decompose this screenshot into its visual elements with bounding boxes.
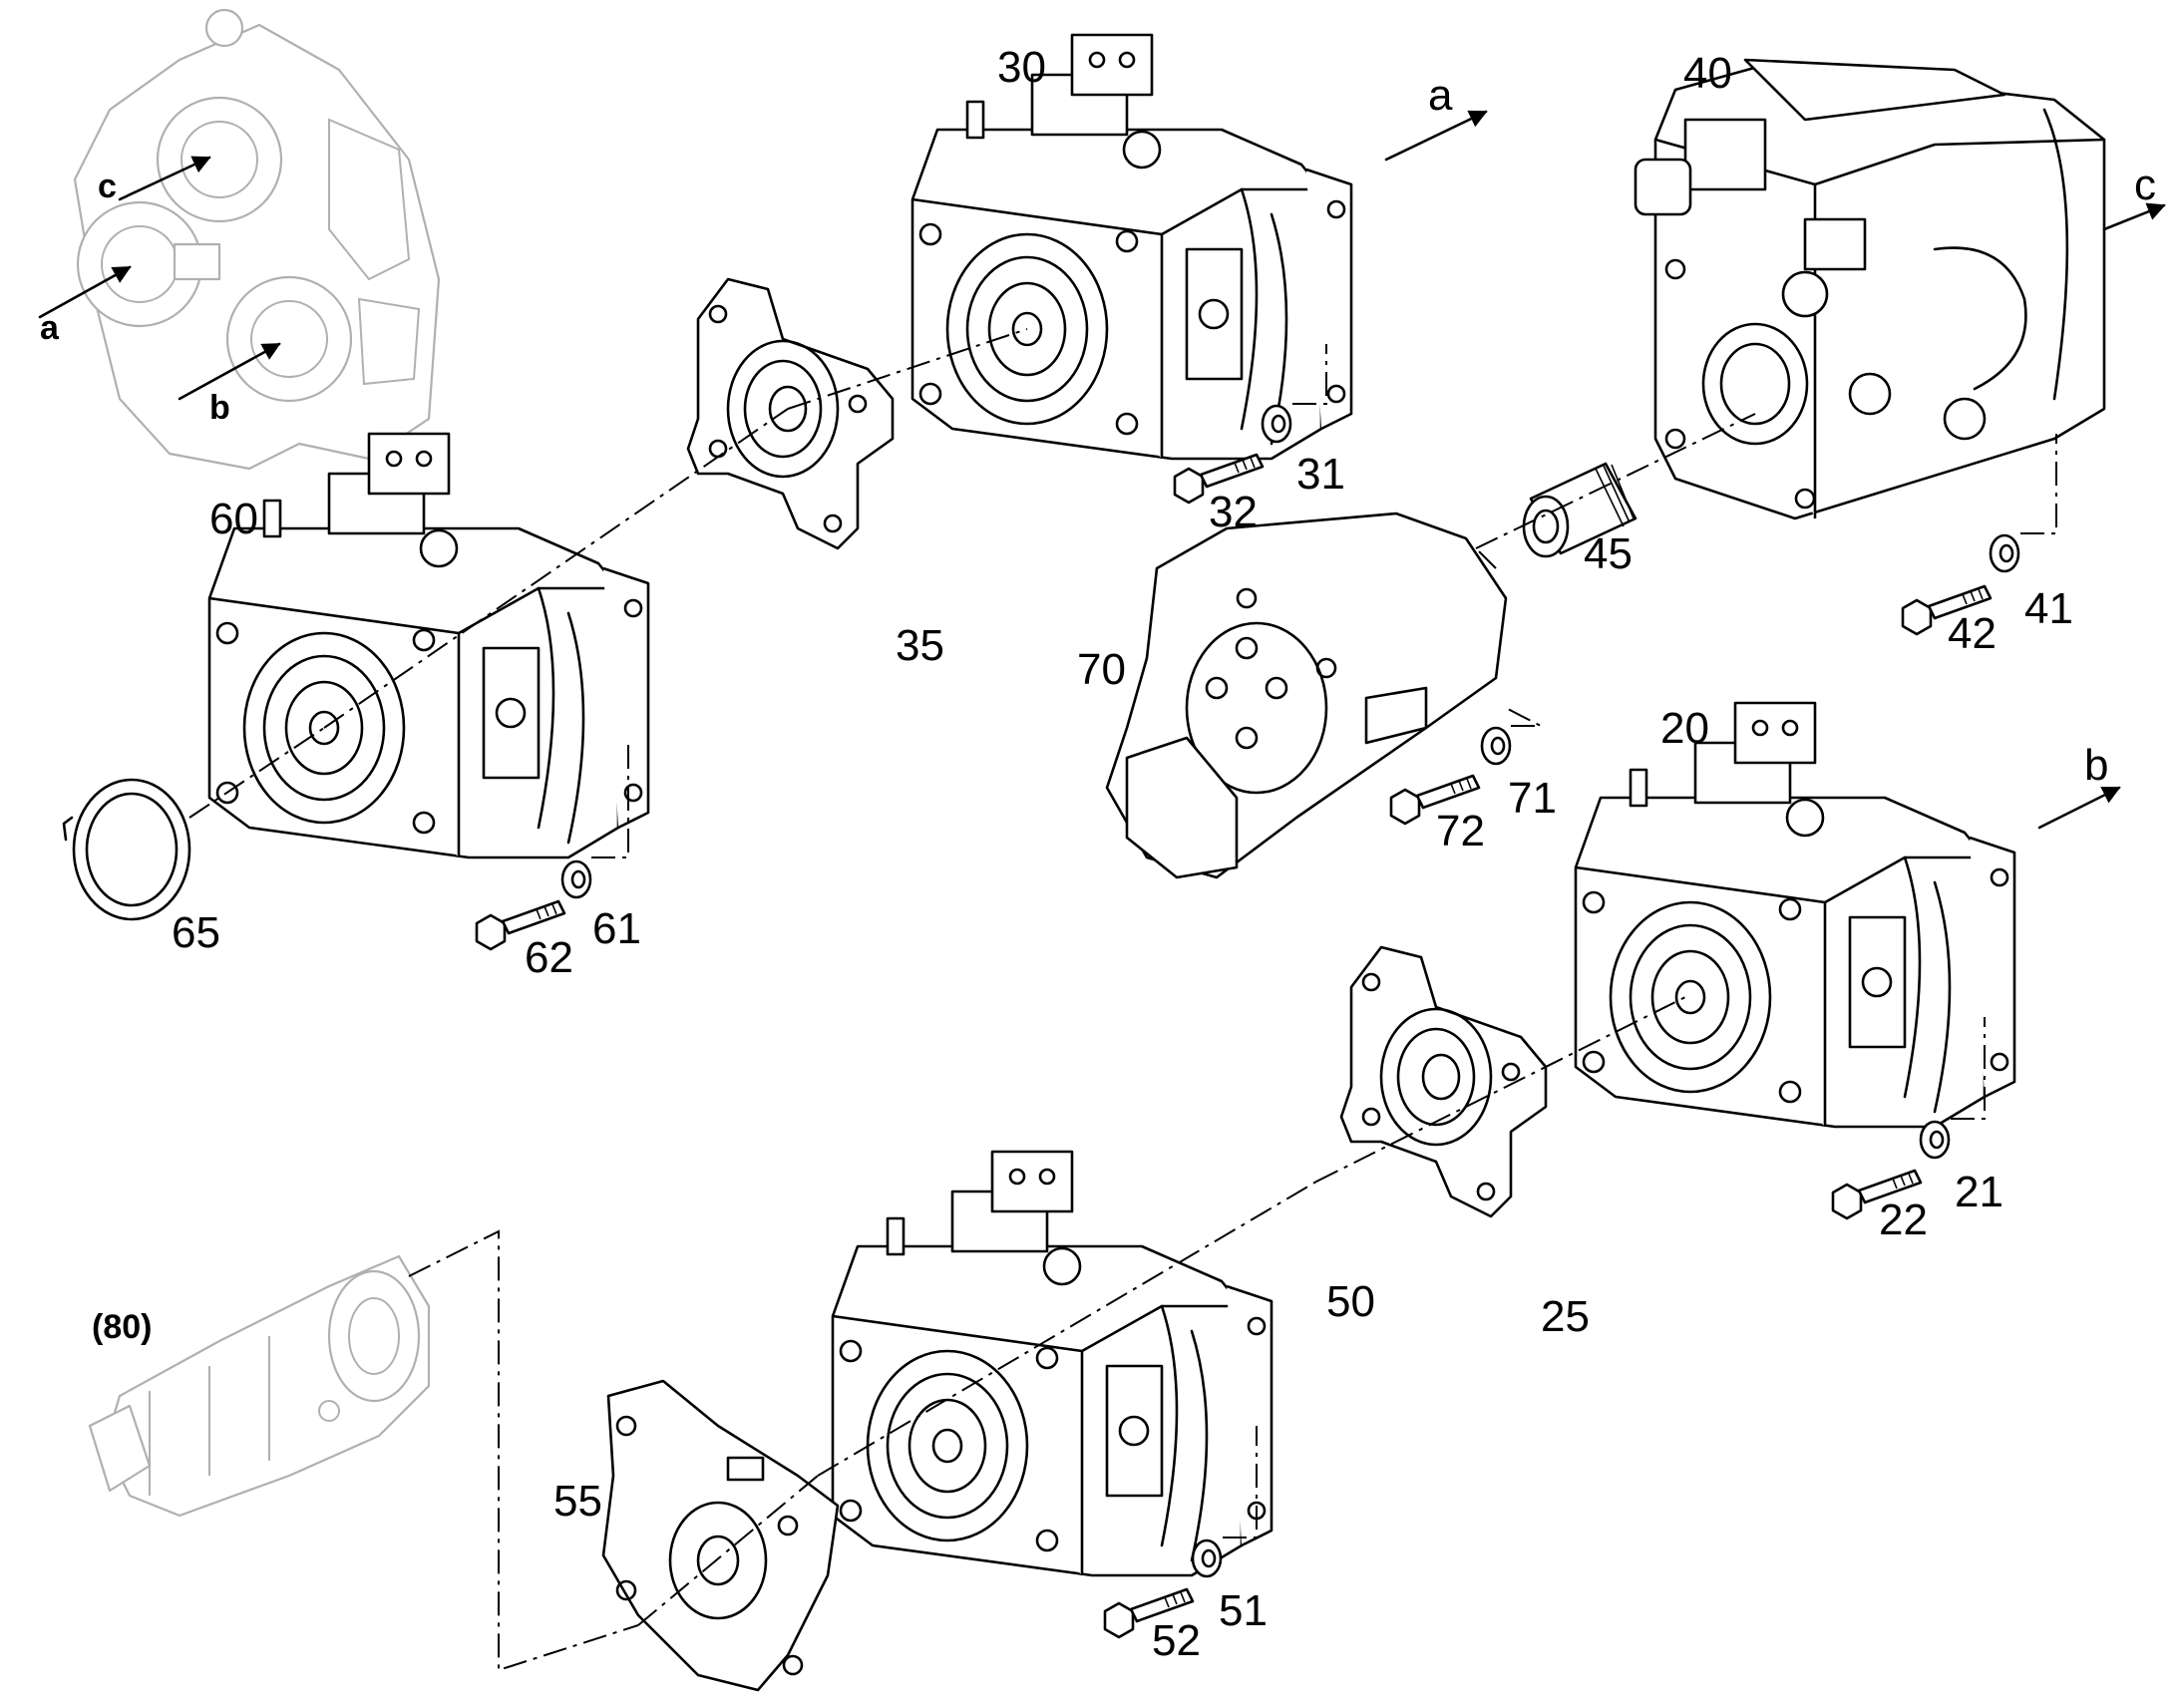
callout-72: 72 bbox=[1436, 807, 1485, 855]
leader-71 bbox=[1505, 707, 1542, 727]
callout-25: 25 bbox=[1541, 1292, 1590, 1341]
callout-31: 31 bbox=[1296, 450, 1345, 499]
pump-50 bbox=[831, 1150, 1273, 1577]
washer-71 bbox=[1480, 726, 1512, 766]
seal-ring-65 bbox=[62, 778, 191, 921]
axis-60 bbox=[188, 727, 325, 819]
axis-55 bbox=[637, 1475, 819, 1626]
pump-30 bbox=[910, 33, 1353, 461]
flow-label-c: c bbox=[2134, 161, 2156, 209]
flow-label-b: b bbox=[2084, 741, 2108, 790]
callout-40: 40 bbox=[1683, 49, 1732, 98]
leader-51 bbox=[1223, 1426, 1258, 1538]
washer-21 bbox=[1919, 1120, 1951, 1160]
coupling-45 bbox=[1522, 462, 1637, 558]
callout-41: 41 bbox=[2024, 584, 2073, 633]
adapter-flange-35 bbox=[686, 277, 895, 550]
overview-label-c: c bbox=[98, 168, 117, 205]
leader-61 bbox=[591, 743, 629, 858]
overview-label-a: a bbox=[40, 309, 60, 347]
callout-32: 32 bbox=[1209, 488, 1258, 536]
washer-61 bbox=[560, 859, 592, 899]
callout-62: 62 bbox=[525, 933, 573, 982]
adapter-plate-55 bbox=[601, 1379, 840, 1692]
axis-45 bbox=[1475, 413, 1756, 549]
axis-70 bbox=[1475, 547, 1497, 569]
callout-50: 50 bbox=[1326, 1277, 1375, 1326]
callout-65: 65 bbox=[172, 908, 220, 957]
callout-71: 71 bbox=[1508, 774, 1557, 823]
axis-30 bbox=[787, 328, 1028, 410]
flow-arrow-a bbox=[1384, 110, 1488, 162]
callout-20: 20 bbox=[1660, 704, 1709, 753]
washer-31 bbox=[1261, 404, 1292, 444]
overview-arrow-c bbox=[118, 156, 211, 201]
leader-41 bbox=[2020, 434, 2057, 534]
callout-61: 61 bbox=[592, 904, 641, 953]
washer-41 bbox=[1989, 533, 2020, 573]
washer-51 bbox=[1191, 1538, 1223, 1578]
overview-label-b: b bbox=[209, 389, 230, 427]
callout-22: 22 bbox=[1879, 1196, 1928, 1244]
overview-arrow-a bbox=[38, 265, 132, 319]
pump-40 bbox=[1634, 58, 2106, 520]
callout-55: 55 bbox=[553, 1477, 602, 1526]
optional-pump-80-illustration bbox=[88, 1254, 431, 1518]
axis-50 bbox=[817, 1181, 1317, 1477]
pump-20 bbox=[1574, 701, 2016, 1129]
motor-70 bbox=[1105, 512, 1508, 879]
callout-42: 42 bbox=[1948, 609, 1997, 658]
flow-label-a: a bbox=[1428, 71, 1453, 120]
gearbox-overview-illustration: c a b bbox=[38, 8, 441, 471]
callout-30: 30 bbox=[997, 43, 1046, 92]
flow-arrow-c bbox=[2102, 202, 2166, 231]
axis-35 bbox=[323, 408, 789, 729]
callout-52: 52 bbox=[1152, 1616, 1201, 1665]
callout-21: 21 bbox=[1955, 1168, 2003, 1216]
leader-21 bbox=[1951, 1017, 1986, 1120]
callout-70: 70 bbox=[1077, 645, 1126, 694]
overview-arrow-b bbox=[178, 342, 281, 401]
callout-35: 35 bbox=[896, 621, 944, 670]
callout-51: 51 bbox=[1219, 1586, 1268, 1635]
flow-arrow-b bbox=[2037, 786, 2121, 830]
pump-60 bbox=[207, 432, 650, 859]
axis-80 bbox=[408, 1229, 639, 1672]
callout-45: 45 bbox=[1584, 529, 1633, 578]
leader-31 bbox=[1292, 344, 1327, 405]
callout-60: 60 bbox=[209, 495, 258, 543]
callout-80: (80) bbox=[92, 1308, 152, 1346]
axis-25 bbox=[1315, 996, 1686, 1183]
